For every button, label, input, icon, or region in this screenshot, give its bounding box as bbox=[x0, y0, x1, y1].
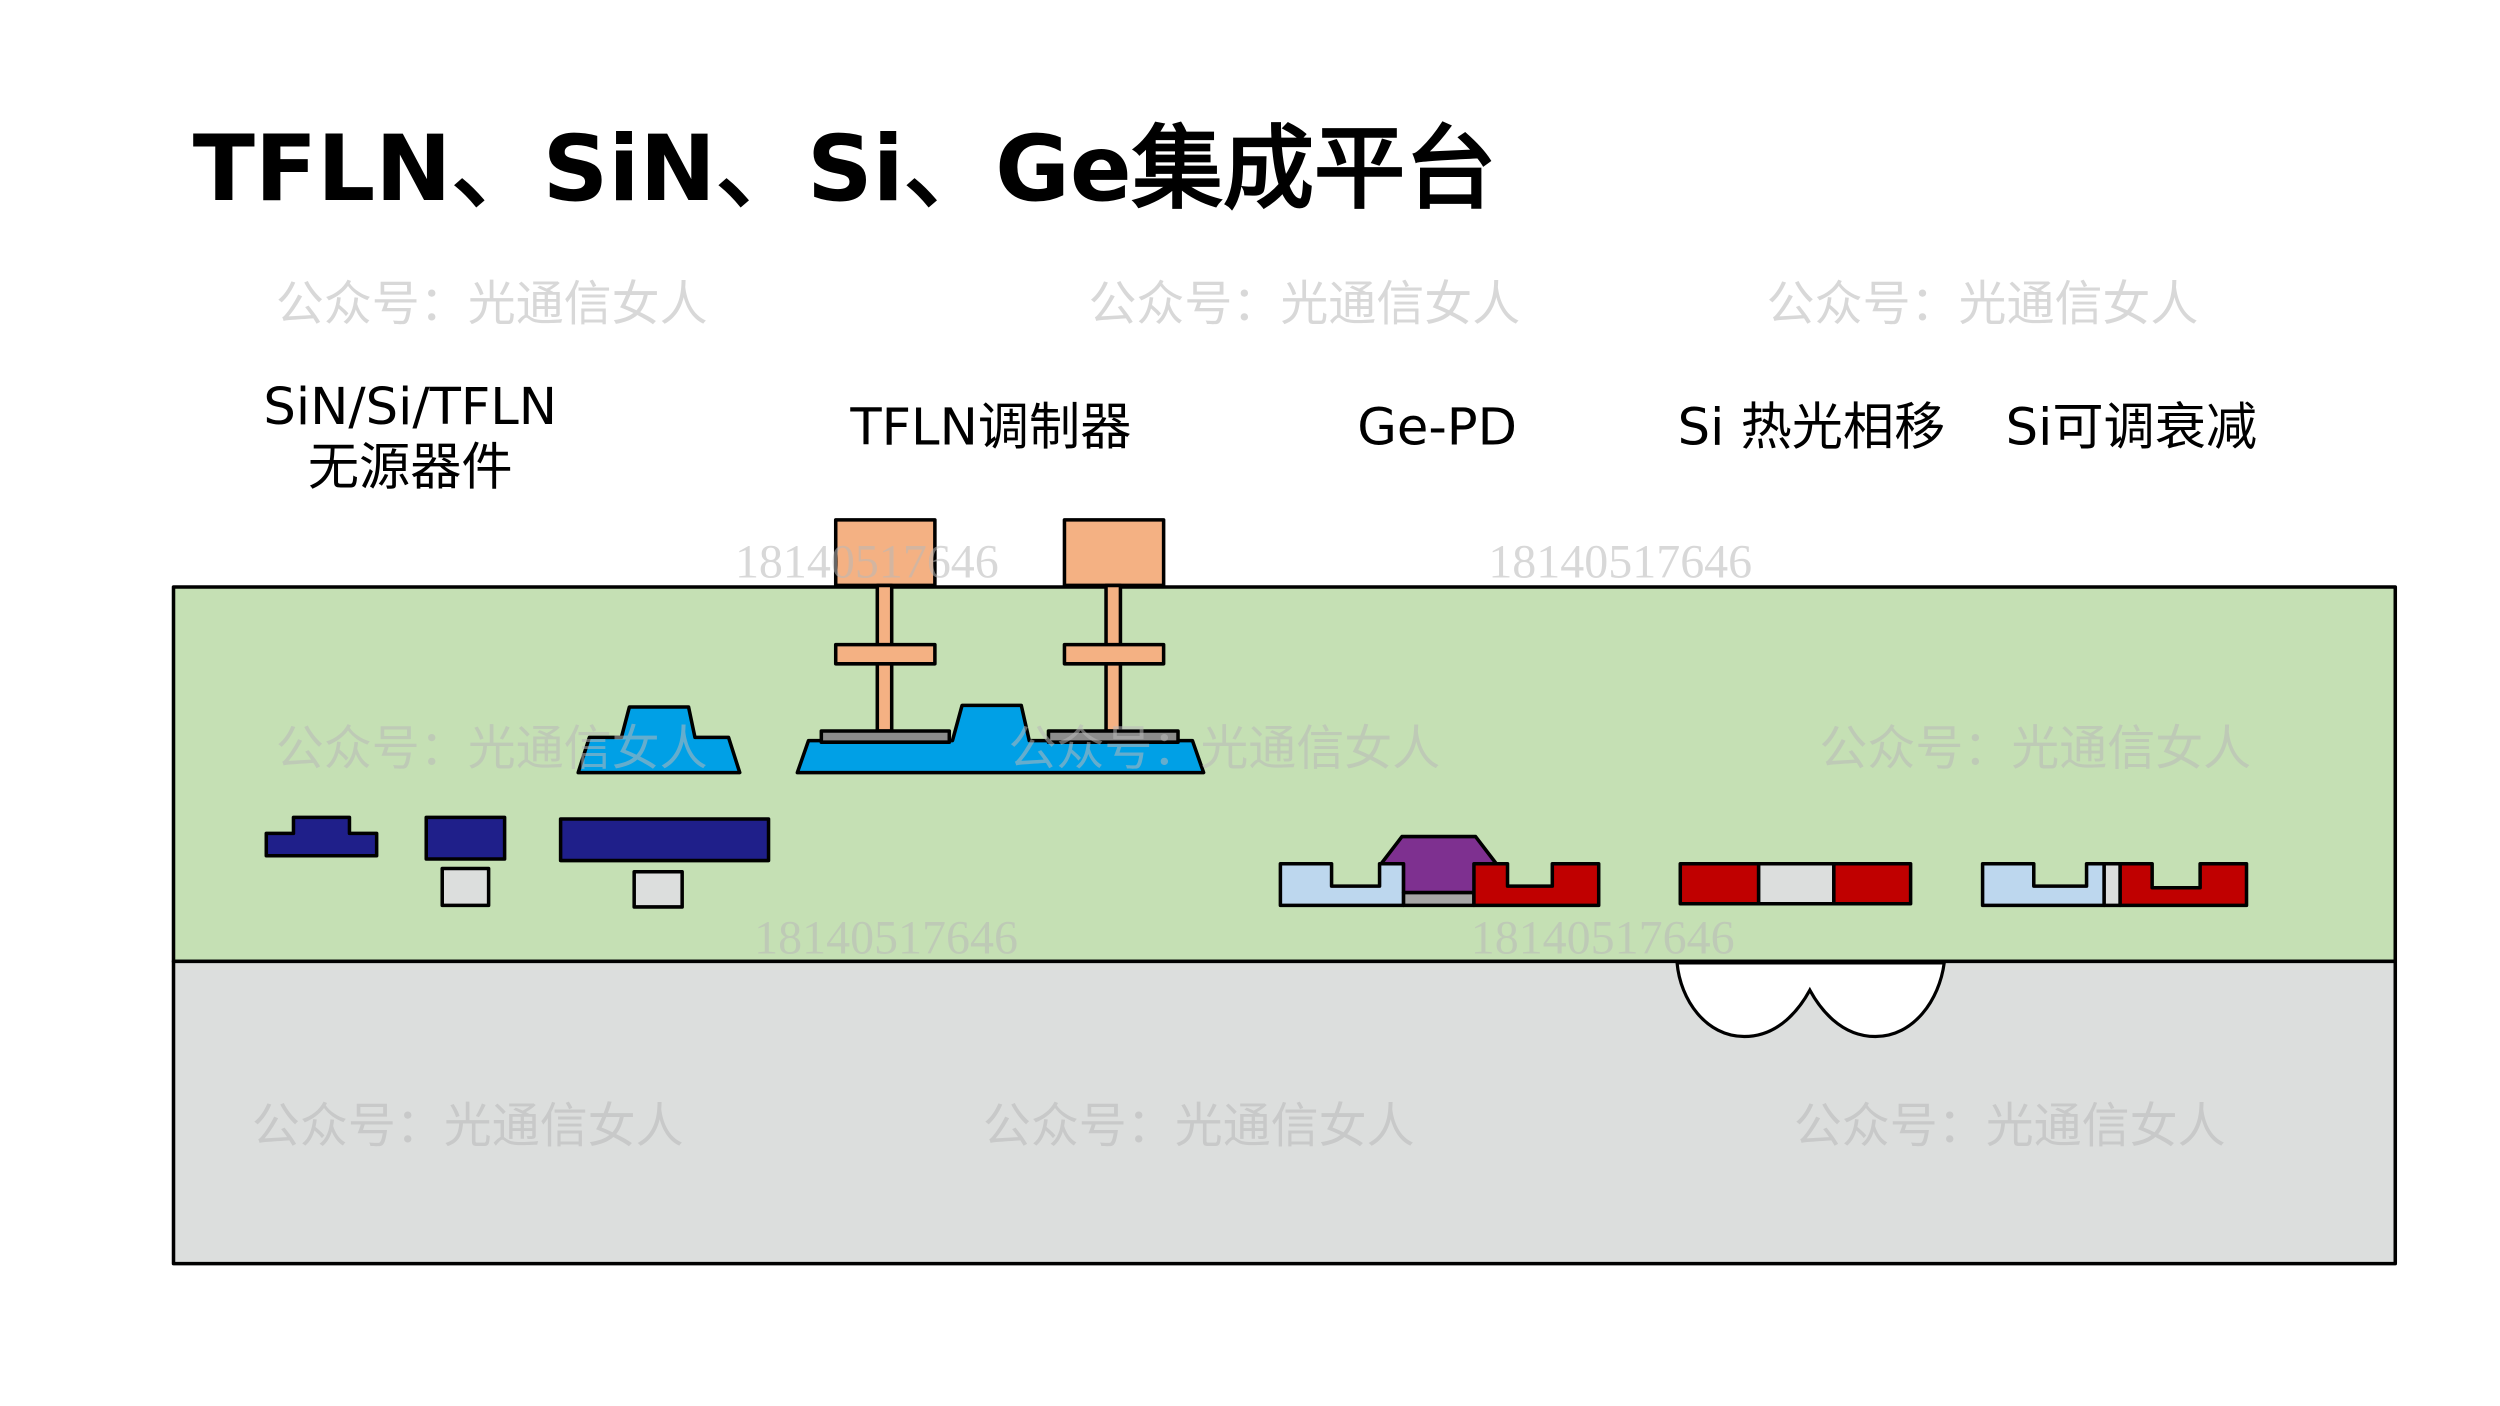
svg-text:18140517646: 18140517646 bbox=[1471, 911, 1735, 964]
svg-text:公众号：光通信女人: 公众号：光通信女人 bbox=[1088, 276, 1520, 332]
label-ge-pd: Ge-PD bbox=[1357, 398, 1517, 458]
watermarks: 公众号：光通信女人 公众号：光通信女人 公众号：光通信女人 公众号：光通信女人 … bbox=[252, 276, 2251, 1154]
modulator-electrode-right bbox=[1046, 518, 1180, 744]
svg-text:公众号：光通信女人: 公众号：光通信女人 bbox=[252, 1098, 684, 1154]
label-passive-line2: 无源器件 bbox=[308, 438, 513, 498]
label-modulator: TFLN调制器 bbox=[849, 398, 1131, 458]
page-title: TFLN、SiN、Si、Ge集成平台 bbox=[193, 115, 1497, 222]
label-passive-line1: SiN/Si/TFLN bbox=[263, 377, 557, 437]
variable-optical-attenuator bbox=[1980, 861, 2249, 908]
si-waveguide bbox=[440, 866, 491, 908]
substrate-undercut bbox=[1675, 961, 1947, 1039]
svg-text:公众号：光通信女人: 公众号：光通信女人 bbox=[1767, 276, 2199, 332]
substrate-layer bbox=[171, 959, 2398, 1266]
svg-text:公众号：光通信女人: 公众号：光通信女人 bbox=[1819, 721, 2251, 777]
svg-text:公众号：光通信女人: 公众号：光通信女人 bbox=[1008, 721, 1440, 777]
thermal-phase-shifter bbox=[1678, 861, 1913, 906]
svg-text:公众号：光通信女人: 公众号：光通信女人 bbox=[276, 721, 708, 777]
label-voa: Si可调衰减 bbox=[2006, 398, 2257, 458]
label-thermal-phase-shifter: Si 热光相移 bbox=[1678, 398, 1946, 458]
svg-text:公众号：光通信女人: 公众号：光通信女人 bbox=[276, 276, 708, 332]
svg-text:18140517646: 18140517646 bbox=[735, 535, 999, 588]
ge-photodetector bbox=[1278, 834, 1601, 908]
svg-text:公众号：光通信女人: 公众号：光通信女人 bbox=[983, 1098, 1415, 1154]
svg-text:18140517646: 18140517646 bbox=[754, 911, 1018, 964]
sin-wide-waveguide bbox=[558, 817, 771, 863]
svg-text:公众号：光通信女人: 公众号：光通信女人 bbox=[1794, 1098, 2226, 1154]
sin-rib-waveguide bbox=[264, 815, 379, 858]
si-waveguide-2 bbox=[632, 869, 684, 909]
sin-strip-waveguide bbox=[424, 815, 507, 861]
tfln-rib-waveguide bbox=[576, 705, 742, 775]
modulator-electrode-left bbox=[819, 518, 952, 744]
svg-text:18140517646: 18140517646 bbox=[1488, 535, 1752, 588]
